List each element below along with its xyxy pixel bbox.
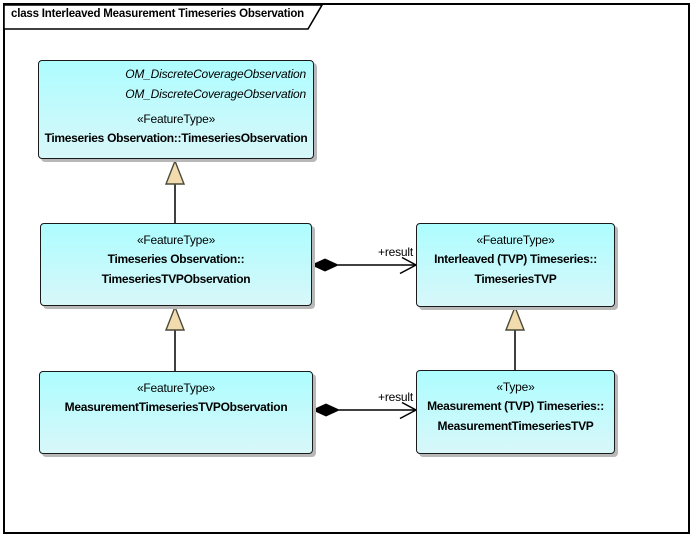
composition-connector-result-bottom[interactable] (311, 401, 418, 420)
inherited-classifier-label: OM_DiscreteCoverageObservation (125, 87, 306, 101)
class-name: MeasurementTimeseriesTVPObservation (64, 400, 288, 414)
class-name-line: Timeseries Observation:: (107, 252, 245, 266)
association-role-label-result-top: +result (378, 245, 413, 259)
class-box-timeseries-tvp[interactable]: «FeatureType» Interleaved (TVP) Timeseri… (416, 223, 615, 307)
class-name: Timeseries Observation::TimeseriesObserv… (44, 131, 308, 145)
class-box-measurement-timeseries-tvp[interactable]: «Type» Measurement (TVP) Timeseries:: Me… (416, 370, 615, 454)
stereotype-label: «FeatureType» (136, 233, 216, 247)
stereotype-label: «FeatureType» (136, 112, 216, 126)
generalization-connector-meastvp-to-tvp[interactable] (504, 305, 526, 371)
association-role-label-result-bottom: +result (378, 390, 413, 404)
class-name-line: MeasurementTimeseriesTVP (437, 419, 594, 433)
stereotype-label: «FeatureType» (136, 381, 216, 395)
composition-connector-result-top[interactable] (310, 256, 418, 275)
diagram-frame-border (3, 3, 690, 534)
class-name-line: TimeseriesTVPObservation (101, 272, 251, 286)
diagram-title-tab (3, 4, 324, 30)
generalization-connector-meastvpobs-to-tvpobs[interactable] (164, 305, 186, 372)
class-name-line: Measurement (TVP) Timeseries:: (427, 399, 604, 413)
diagram-frame-title: class Interleaved Measurement Timeseries… (11, 8, 305, 20)
stereotype-label: «Type» (496, 380, 535, 394)
generalization-connector-tvpobs-to-obs[interactable] (164, 159, 186, 224)
class-box-measurement-timeseries-tvp-observation[interactable]: «FeatureType» MeasurementTimeseriesTVPOb… (39, 371, 313, 454)
class-box-timeseries-observation[interactable]: OM_DiscreteCoverageObservation OM_Discre… (38, 60, 314, 159)
inherited-classifier-label: OM_DiscreteCoverageObservation (125, 67, 306, 81)
class-name-line: Interleaved (TVP) Timeseries:: (434, 252, 597, 266)
class-box-timeseries-tvp-observation[interactable]: «FeatureType» Timeseries Observation:: T… (40, 223, 312, 306)
class-name-line: TimeseriesTVP (474, 272, 557, 286)
stereotype-label: «FeatureType» (476, 233, 555, 247)
